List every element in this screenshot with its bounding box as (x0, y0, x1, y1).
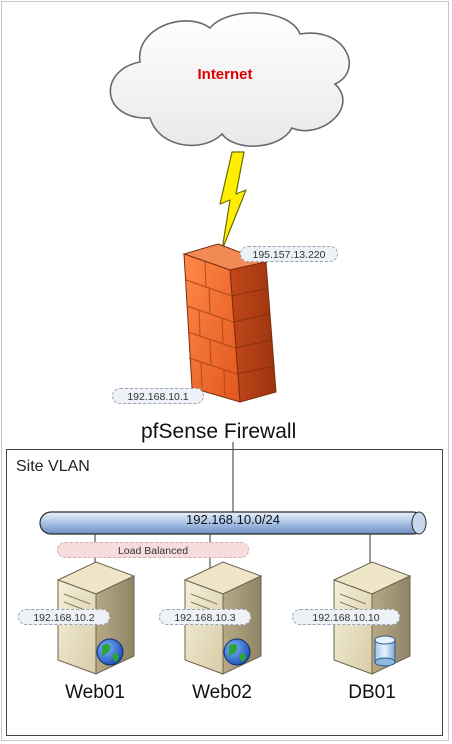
database-icon (374, 635, 396, 667)
web02-ip-label: 192.168.10.3 (159, 609, 251, 625)
vlan-container (6, 449, 443, 736)
subnet-label: 192.168.10.0/24 (186, 512, 280, 527)
db01-server-icon (332, 561, 412, 675)
db01-ip-label: 192.168.10.10 (292, 609, 400, 625)
load-balanced-label: Load Balanced (57, 542, 249, 558)
web02-name: Web02 (192, 682, 252, 703)
firewall-icon (182, 243, 277, 403)
web02-server-icon (183, 561, 263, 675)
lan-ip-label: 192.168.10.1 (112, 388, 204, 404)
web01-name: Web01 (65, 682, 125, 703)
db01-name: DB01 (348, 682, 396, 703)
firewall-name: pfSense Firewall (141, 420, 297, 443)
globe-icon (223, 638, 251, 666)
subnet-bus (39, 511, 427, 535)
vlan-title: Site VLAN (16, 458, 90, 475)
web01-ip-label: 192.168.10.2 (18, 609, 110, 625)
lightning-icon (219, 151, 247, 251)
globe-icon (96, 638, 124, 666)
internet-cloud-icon (109, 12, 351, 147)
web01-server-icon (56, 561, 136, 675)
internet-label: Internet (197, 66, 253, 83)
wan-ip-label: 195.157.13.220 (240, 246, 338, 262)
